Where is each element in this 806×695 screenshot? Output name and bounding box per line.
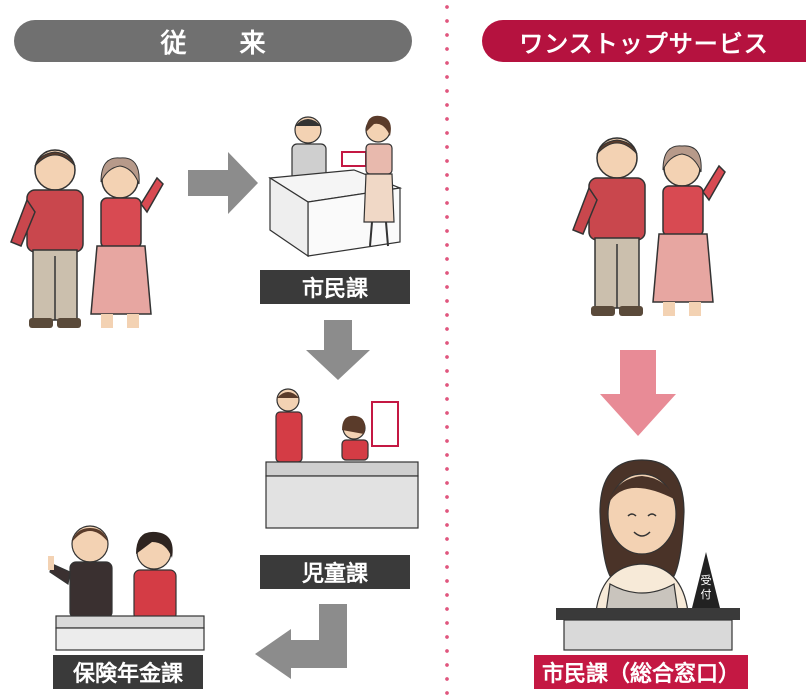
badge-char-1: 受 (701, 574, 712, 587)
label-shimin-ka: 市民課 (260, 270, 410, 304)
label-jido-ka: 児童課 (260, 555, 410, 589)
arrow-down-left-icon (255, 604, 347, 679)
receptionist-illustration: 受 付 (556, 459, 740, 651)
arrow-down-icon (306, 320, 370, 380)
arrow-right-icon (188, 152, 258, 214)
one-stop-service-header: ワンストップサービス (482, 20, 806, 62)
couple-illustration (10, 149, 164, 328)
arrow-down-pink-icon (600, 350, 676, 436)
badge-char-2: 付 (701, 588, 712, 601)
label-shimin-ka-sogo-madoguchi: 市民課（総合窓口） (534, 655, 748, 689)
section-divider (444, 0, 450, 695)
counter-scene-shimin (268, 115, 403, 258)
counter-scene-jido (265, 388, 419, 529)
conventional-header: 従 来 (14, 20, 412, 62)
counter-scene-hoken (48, 525, 205, 651)
label-hoken-nenkin-ka: 保険年金課 (53, 655, 203, 689)
couple-illustration-right (572, 137, 726, 316)
